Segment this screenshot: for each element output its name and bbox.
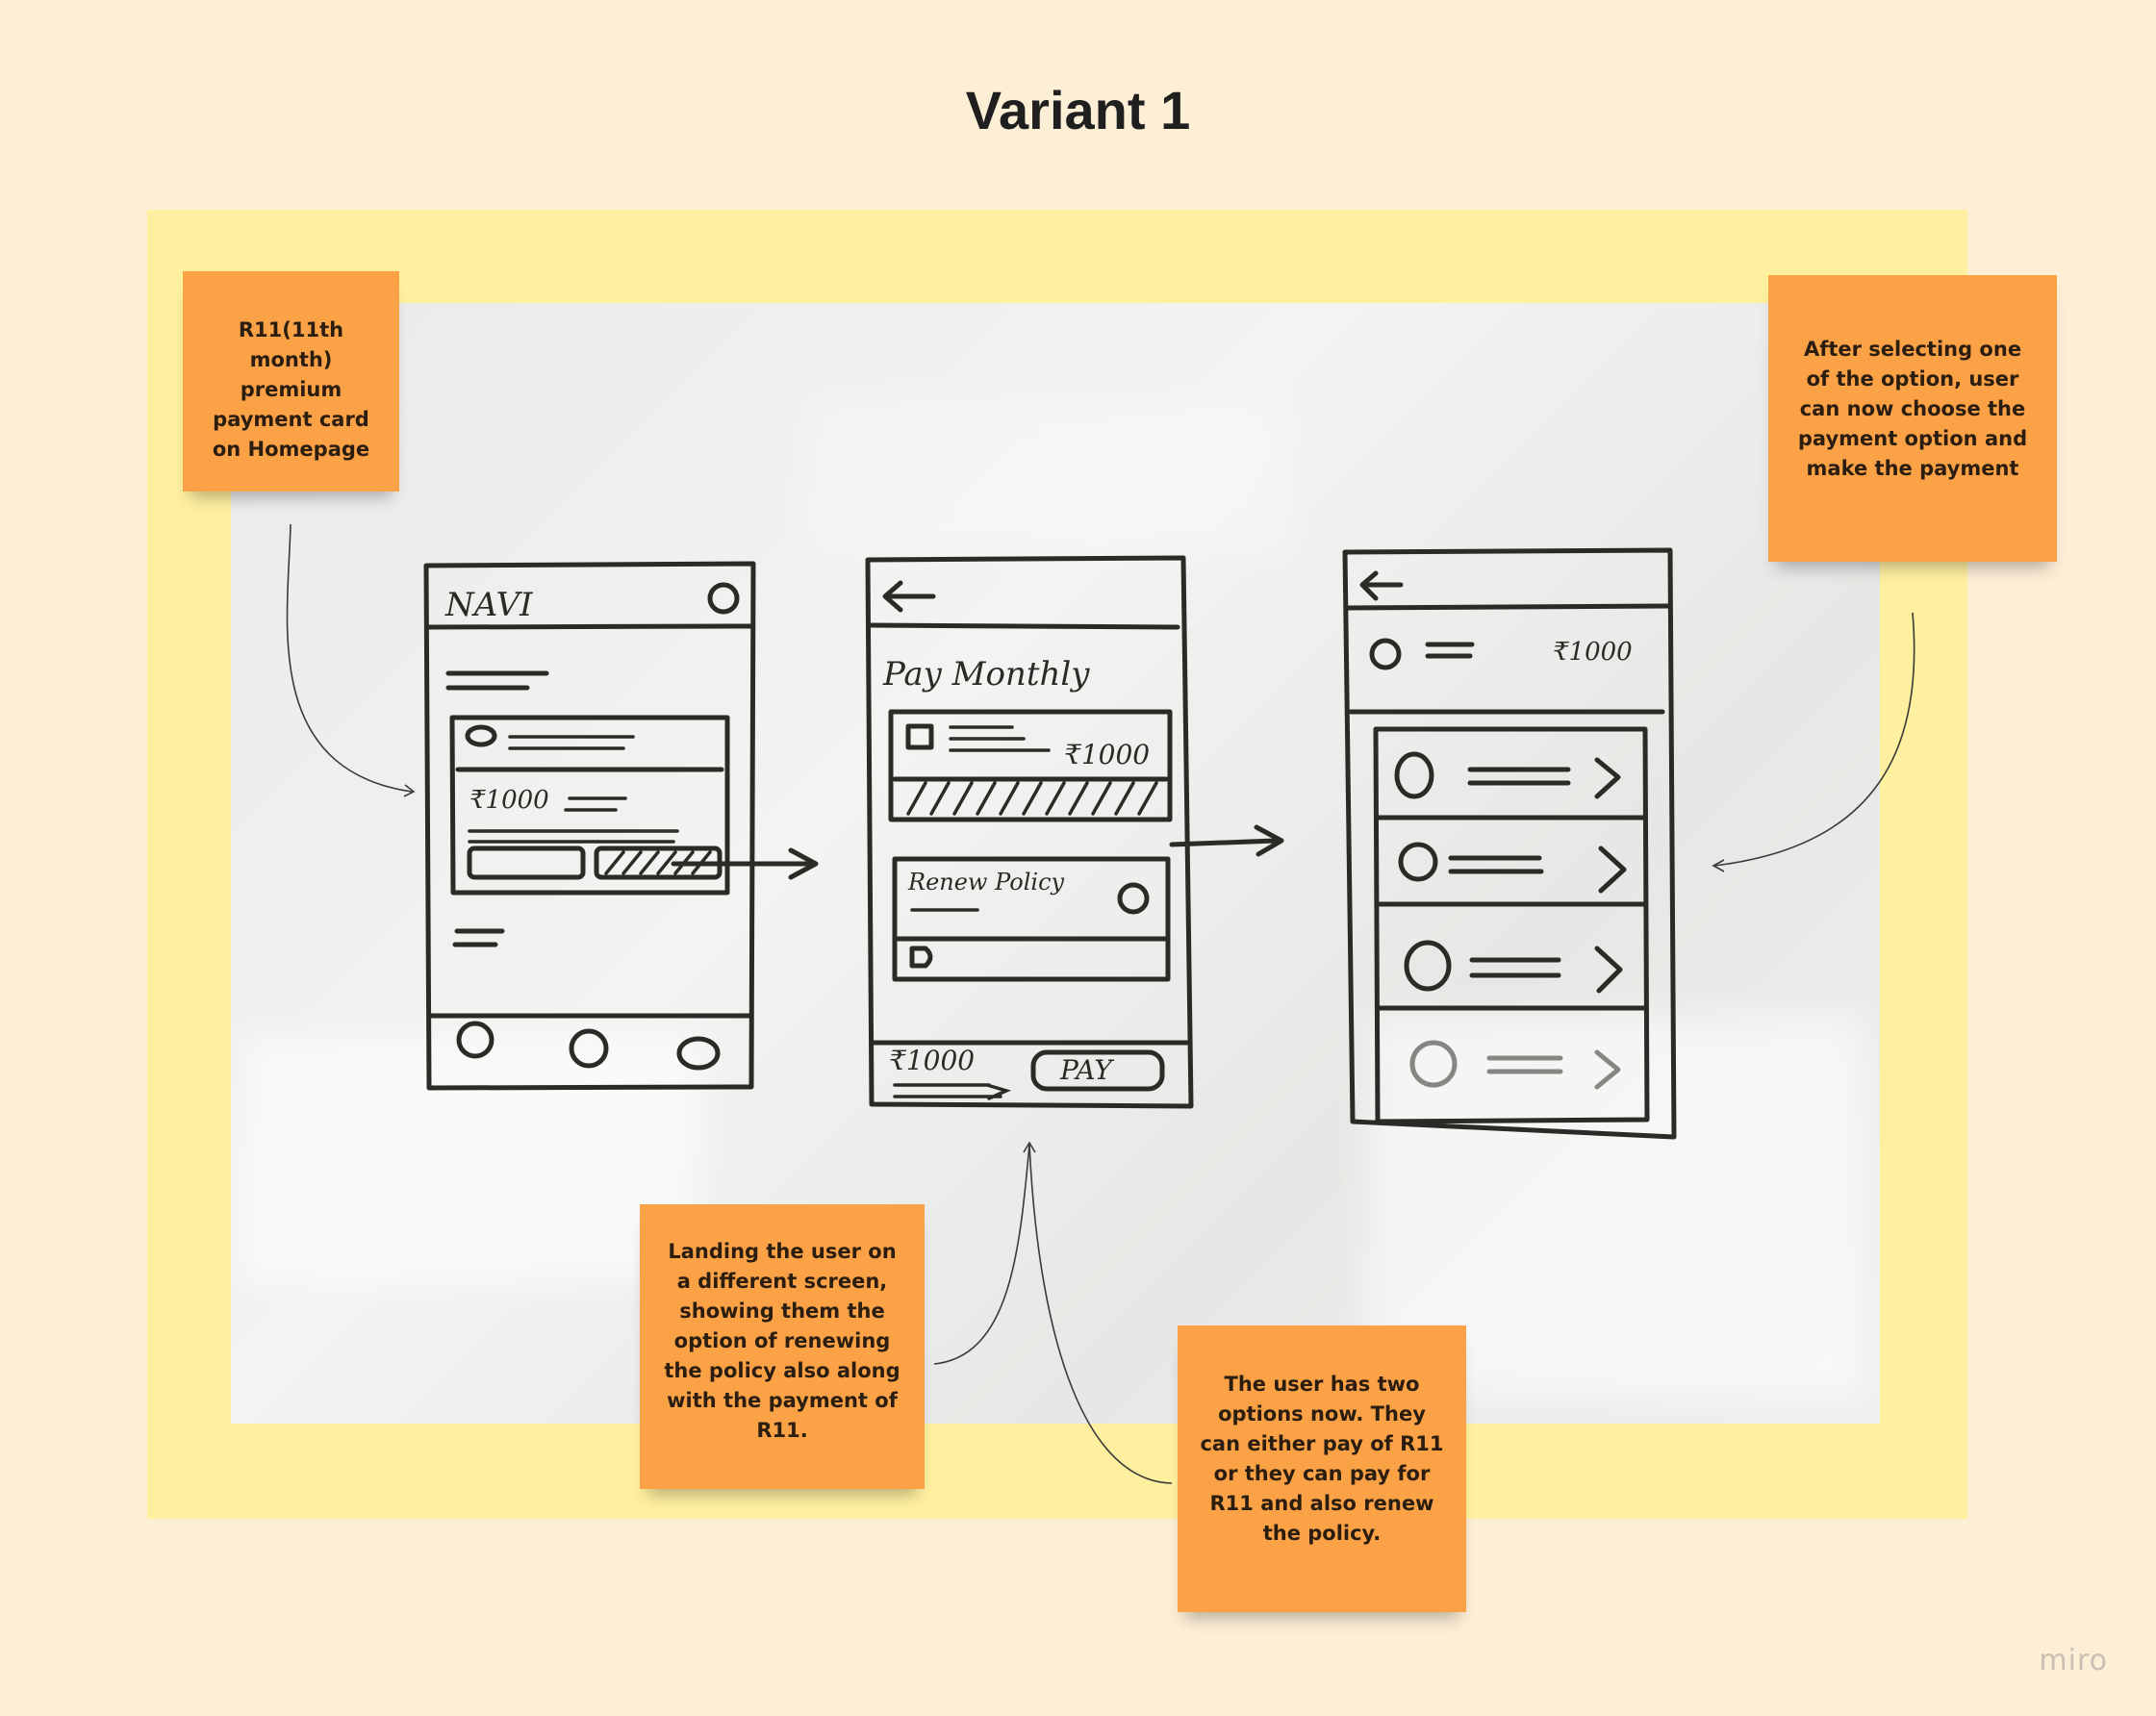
note-text: After selecting one of the option, user … (1797, 338, 2028, 480)
sketch-screen-homepage: NAVI ₹1000 (423, 561, 756, 1091)
sketch-pay-button: PAY (1059, 1054, 1114, 1086)
sketch-summary-amount: ₹1000 (1553, 638, 1633, 667)
note-text: R11(11th month) premium payment card on … (212, 318, 370, 461)
sticky-note-landing: Landing the user on a different screen, … (640, 1204, 925, 1489)
sketch-logo: NAVI (444, 586, 533, 624)
connector-options (1028, 1144, 1173, 1484)
sticky-note-options: The user has two options now. They can e… (1178, 1325, 1466, 1612)
sticky-note-payment: After selecting one of the option, user … (1768, 275, 2057, 562)
page-title: Variant 1 (965, 80, 1191, 140)
sketch-screen-payment-methods: ₹1000 (1342, 547, 1677, 1140)
note-text: The user has two options now. They can e… (1200, 1373, 1444, 1545)
note-text: Landing the user on a different screen, … (664, 1240, 900, 1442)
whiteboard-photo (231, 303, 1880, 1424)
miro-logo: miro (2039, 1644, 2108, 1678)
sketch-card-amount: ₹1000 (469, 786, 549, 815)
sketch-total: ₹1000 (889, 1045, 975, 1076)
sketch-renew-label: Renew Policy (907, 869, 1065, 896)
connector-homepage (286, 523, 413, 793)
sketch-heading: Pay Monthly (882, 655, 1090, 694)
connector-landing (933, 1144, 1030, 1365)
connector-payment (1713, 612, 1915, 867)
sketch-screen-pay-monthly: Pay Monthly ₹1000 Renew Policy ₹1000 PAY (865, 555, 1194, 1109)
sketch-option-amount: ₹1000 (1064, 739, 1150, 770)
sticky-note-homepage: R11(11th month) premium payment card on … (183, 271, 399, 492)
